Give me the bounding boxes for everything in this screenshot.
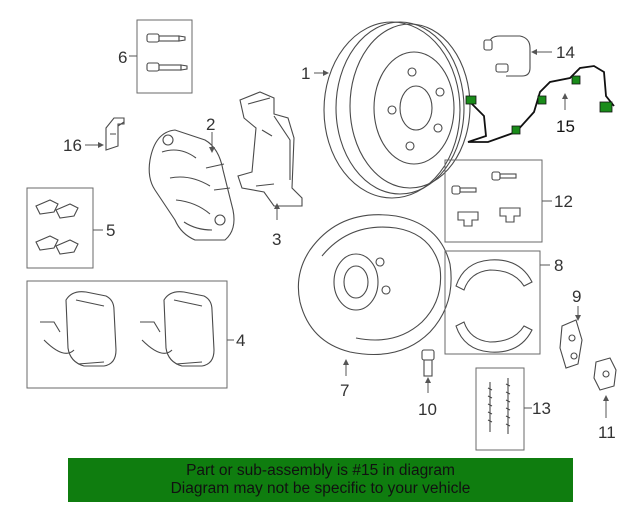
callout-4: 4 [236,331,245,350]
part-16-bracket[interactable] [105,117,125,151]
part-12-pin-kit[interactable] [444,159,543,243]
callout-5: 5 [106,221,115,240]
info-banner: Part or sub-assembly is #15 in diagram D… [68,458,573,502]
callout-11: 11 [598,423,616,442]
part-7-dust-shield[interactable] [297,214,452,355]
part-4-brake-pads[interactable] [26,280,228,389]
part-13-spring-kit[interactable] [475,367,525,451]
callout-10: 10 [418,400,437,419]
callout-13: 13 [532,399,551,418]
part-5-hardware-kit[interactable] [26,187,94,269]
callout-14: 14 [556,43,575,62]
callout-9: 9 [572,287,581,306]
part-14-wear-sensor[interactable] [483,35,531,77]
banner-line-part: Part or sub-assembly is #15 in diagram [186,462,455,479]
callout-6: 6 [118,48,127,67]
callout-1: 1 [301,64,310,83]
callout-3: 3 [272,230,281,249]
part-2-caliper[interactable] [148,129,235,241]
part-8-parking-brake-shoes[interactable] [444,250,541,355]
part-6-guide-pins[interactable] [136,19,193,94]
callout-7: 7 [340,381,349,400]
callout-2: 2 [206,115,215,134]
banner-line-disclaimer: Diagram may not be specific to your vehi… [170,480,471,497]
callout-15: 15 [556,117,575,136]
callout-8: 8 [554,256,563,275]
part-11-actuator[interactable] [593,357,617,391]
part-3-caliper-bracket[interactable] [237,91,303,207]
part-15-abs-sensor[interactable] [465,65,615,143]
part-1-brake-rotor[interactable] [323,21,471,199]
callout-16: 16 [63,136,82,155]
part-10-bleeder[interactable] [421,349,435,377]
callout-12: 12 [554,192,573,211]
part-9-lever[interactable] [559,319,583,369]
